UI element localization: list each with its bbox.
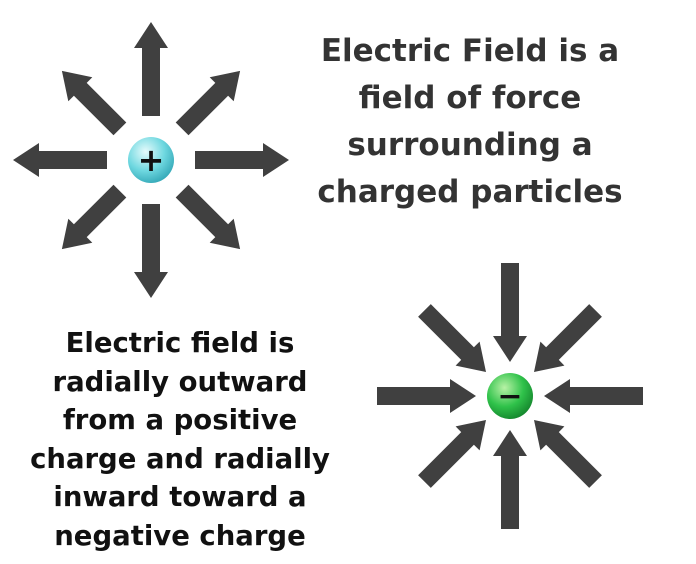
positive-charge-ball xyxy=(128,137,174,183)
outward-arrow-s xyxy=(134,204,168,298)
negative-charge-field: − xyxy=(377,263,643,529)
outward-arrow-se xyxy=(175,184,241,250)
inward-arrows xyxy=(377,263,643,529)
inward-arrow-se xyxy=(534,420,602,488)
outward-arrow-ne xyxy=(175,70,241,136)
field-direction-explanation: Electric field is radially outward from … xyxy=(0,324,360,555)
definition-line: field of force xyxy=(358,80,582,116)
positive-charge-symbol: + xyxy=(138,141,165,179)
electric-field-definition: Electric Field is a field of force surro… xyxy=(300,28,640,216)
inward-arrow-e xyxy=(544,379,643,413)
definition-line: surrounding a xyxy=(347,127,593,163)
outward-arrow-n xyxy=(134,22,168,116)
negative-charge-symbol: − xyxy=(497,379,522,414)
inward-arrow-n xyxy=(493,263,527,362)
inward-arrow-sw xyxy=(418,420,486,488)
definition-line: charged particles xyxy=(317,174,623,210)
negative-charge-ball xyxy=(487,373,533,419)
direction-line: Electric field is xyxy=(65,327,295,359)
direction-line: inward toward a xyxy=(53,481,307,513)
direction-line: negative charge xyxy=(54,519,306,552)
positive-charge-field: + xyxy=(13,22,289,298)
definition-line: Electric Field is a xyxy=(320,33,620,69)
outward-arrows xyxy=(13,22,289,298)
outward-arrow-e xyxy=(195,143,289,177)
outward-arrow-w xyxy=(13,143,107,177)
inward-arrow-s xyxy=(493,430,527,529)
direction-line: radially outward xyxy=(52,365,308,398)
inward-arrow-nw xyxy=(418,304,486,372)
inward-arrow-ne xyxy=(534,304,602,372)
direction-line: from a positive xyxy=(62,404,298,436)
outward-arrow-nw xyxy=(61,70,127,136)
direction-line: charge and radially xyxy=(30,442,330,475)
inward-arrow-w xyxy=(377,379,476,413)
outward-arrow-sw xyxy=(61,184,127,250)
